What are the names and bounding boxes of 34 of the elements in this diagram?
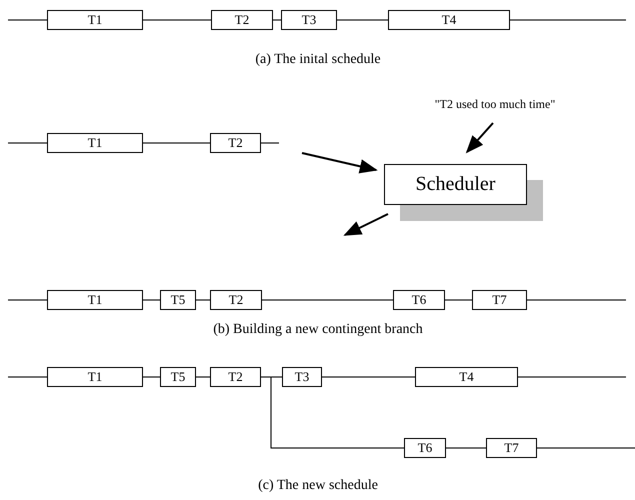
note-text: "T2 used too much time"	[434, 97, 556, 112]
connector-line	[8, 376, 48, 378]
task-box: T6	[404, 438, 446, 458]
task-box: T5	[160, 367, 196, 387]
task-box: T7	[486, 438, 537, 458]
task-box: T1	[47, 290, 143, 310]
caption-text: (a) The inital schedule	[255, 52, 381, 68]
caption-text: (c) The new schedule	[258, 478, 378, 494]
task-box: T3	[282, 367, 322, 387]
connector-line	[260, 376, 404, 448]
task-box: T5	[160, 290, 196, 310]
task-box: T2	[210, 367, 261, 387]
task-box: T1	[47, 367, 143, 387]
connector-line	[518, 376, 626, 378]
task-box: T4	[415, 367, 518, 387]
task-box: T2	[210, 133, 261, 153]
task-box: T6	[393, 290, 445, 310]
task-box: T2	[210, 290, 262, 310]
connector-line	[142, 376, 160, 378]
connector-line	[196, 376, 210, 378]
arrow	[466, 122, 494, 154]
scheduler-box: Scheduler	[384, 164, 527, 205]
connector-line	[322, 376, 416, 378]
connector-line	[142, 142, 210, 144]
task-box: T4	[388, 10, 510, 30]
task-box: T3	[281, 10, 337, 30]
task-box: T1	[47, 10, 143, 30]
caption-text: (b) Building a new contingent branch	[213, 322, 423, 338]
arrow	[302, 152, 378, 174]
task-box: T7	[472, 290, 527, 310]
connector-line	[8, 142, 48, 144]
task-box: T1	[47, 133, 143, 153]
connector-line	[260, 142, 280, 144]
task-box: T2	[211, 10, 273, 30]
